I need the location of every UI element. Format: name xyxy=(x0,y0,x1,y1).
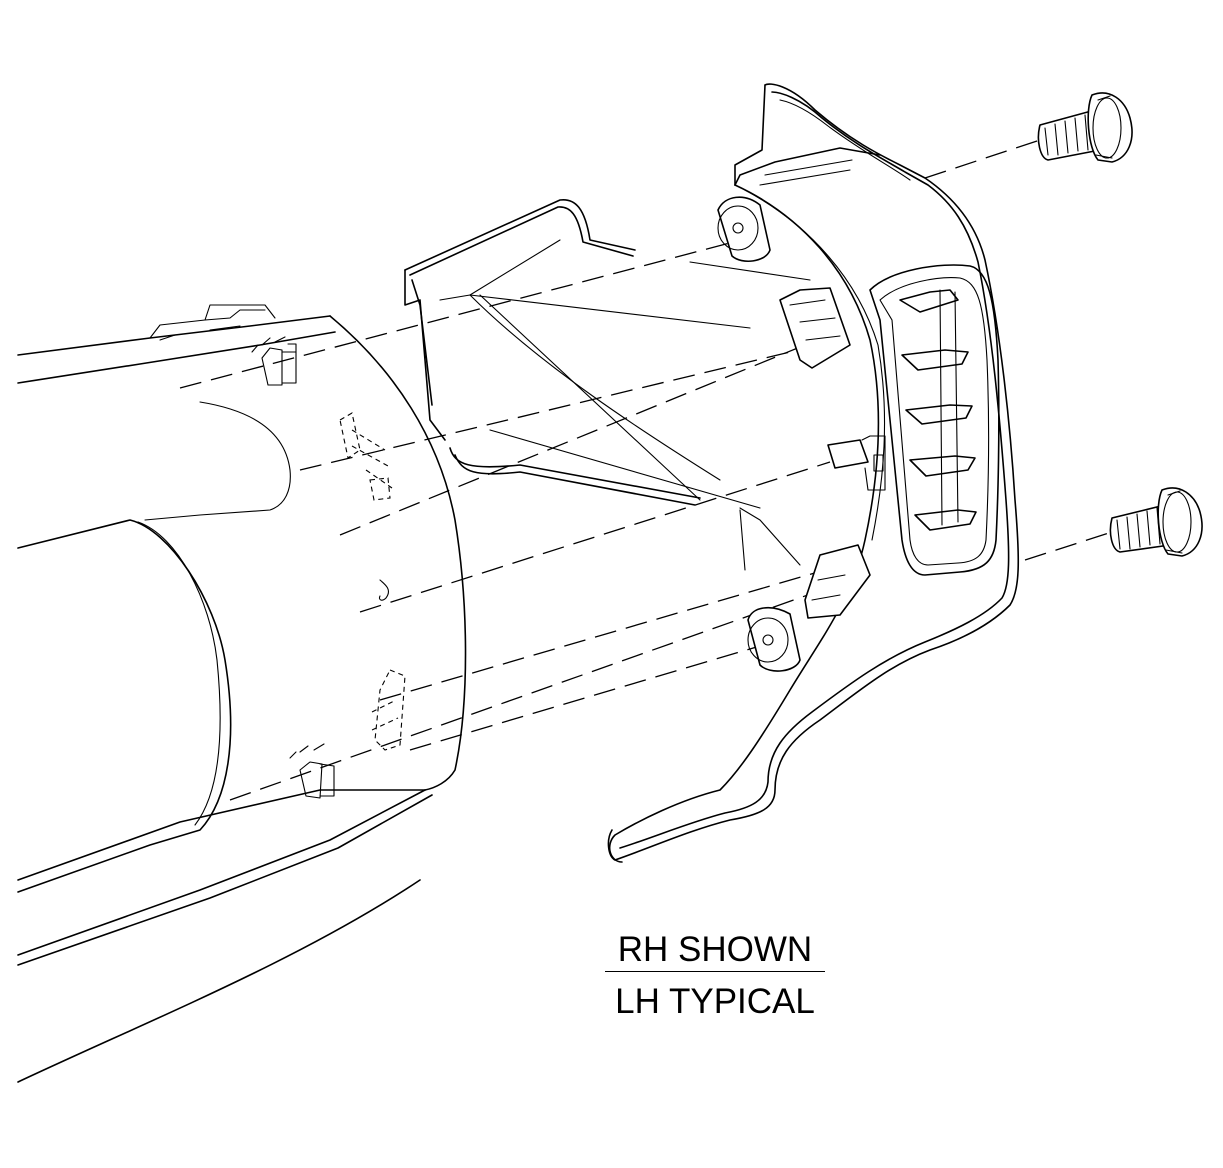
steering-column-shroud xyxy=(17,304,467,1083)
caption-rh-shown: RH SHOWN xyxy=(617,930,813,969)
bolt-icon xyxy=(1109,487,1203,557)
caption-lh-typical: LH TYPICAL xyxy=(615,982,815,1021)
bolt-icon xyxy=(1037,92,1133,163)
caption-divider xyxy=(605,971,825,972)
alignment-lines xyxy=(179,139,1113,801)
air-outlet-bezel xyxy=(607,83,1020,863)
instrument-panel-trim xyxy=(404,199,801,571)
